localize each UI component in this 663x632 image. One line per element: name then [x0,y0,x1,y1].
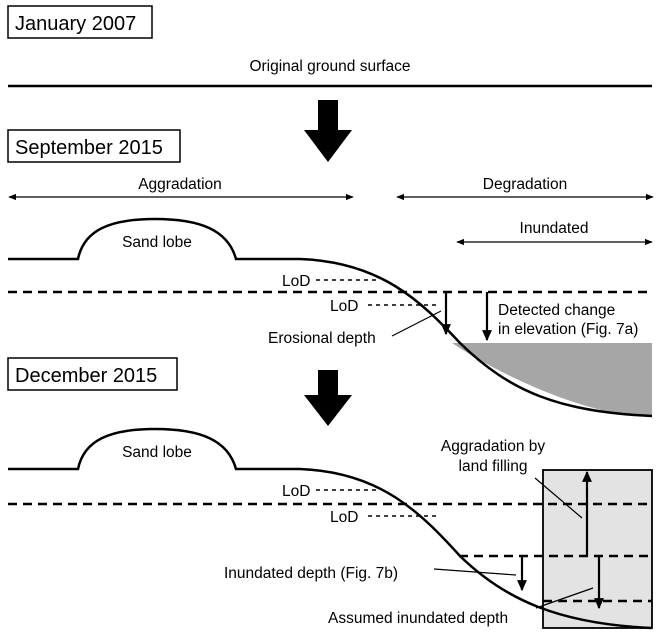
inundated-water-area [452,343,652,416]
lod-lower-label: LoD [330,509,358,526]
aggradation-label: Aggradation [138,176,222,193]
erosional-depth-leader [391,310,442,337]
date-box [7,357,178,391]
degradation-label: Degradation [483,176,567,193]
ground-surface-line [8,217,653,418]
date-box [7,129,181,163]
detected-change-label-line2: in elevation (Fig. 7a) [498,321,638,338]
lod-lower-label: LoD [330,298,358,315]
date-label: January 2007 [15,13,136,35]
aggradation-fill-label-line1: Aggradation by [441,438,546,455]
down-arrow-icon [304,370,352,426]
lod-upper-label: LoD [282,273,310,290]
sand-lobe-label: Sand lobe [122,234,192,251]
assumed-depth-leader [535,587,594,609]
date-label: December 2015 [15,365,157,387]
date-box [7,5,153,39]
down-arrow-icon [304,100,352,162]
aggradation-fill-label-line2: land filling [459,458,528,475]
panel-january-2007: January 2007 Original ground surface [7,5,652,162]
erosional-depth-label: Erosional depth [268,330,376,347]
inundated-depth-label: Inundated depth (Fig. 7b) [224,565,398,582]
detected-change-label-line1: Detected change [498,302,615,319]
aggradation-leader [534,477,583,519]
inundated-depth-leader [433,568,517,576]
panel-september-2015: September 2015 Aggradation Degradation I… [7,129,654,426]
inundated-label: Inundated [520,220,589,237]
original-surface-label: Original ground surface [249,58,410,75]
date-label: September 2015 [15,137,163,159]
assumed-depth-label: Assumed inundated depth [328,610,508,627]
ground-surface-line [8,427,653,630]
lod-upper-label: LoD [282,483,310,500]
panel-december-2015: December 2015 Sand lobe LoD LoD Aggradat… [7,357,653,630]
land-filling-box [542,469,653,629]
sand-lobe-label: Sand lobe [122,444,192,461]
